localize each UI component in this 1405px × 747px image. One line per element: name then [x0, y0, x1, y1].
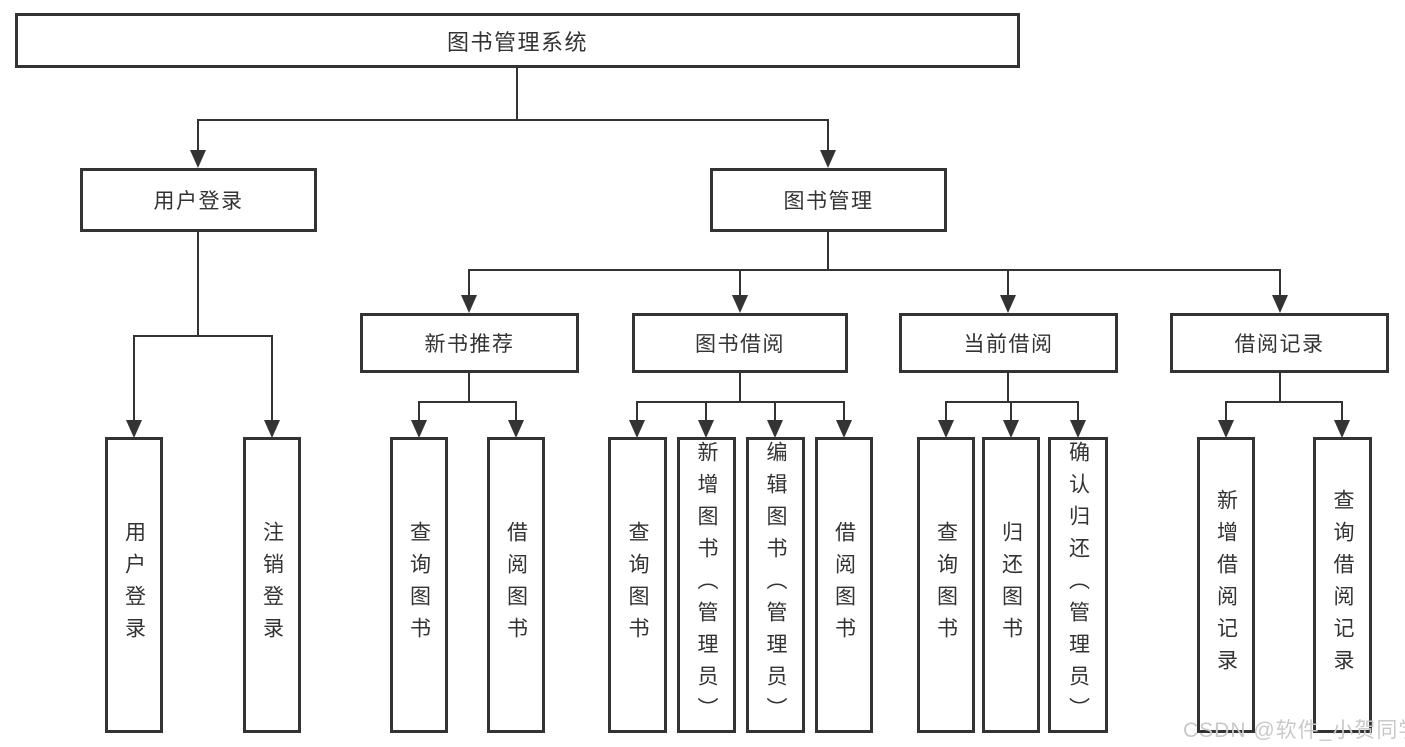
connector-line — [468, 269, 470, 297]
leaf-confirm-return-admin: 确认归还（管理员） — [1048, 437, 1108, 733]
connector-line — [945, 401, 947, 422]
connector-line — [1007, 371, 1009, 403]
arrow-down-icon — [411, 420, 427, 438]
connector-line — [418, 401, 517, 403]
leaf-borrow-books: 借阅图书 — [815, 437, 873, 733]
connector-line — [468, 371, 470, 403]
connector-line — [739, 269, 741, 297]
arrow-down-icon — [1003, 420, 1019, 438]
arrow-down-icon — [1000, 295, 1016, 313]
node-current-borrowing: 当前借阅 — [899, 313, 1118, 373]
node-book-borrowing: 图书借阅 — [632, 313, 848, 373]
connector-line — [418, 401, 420, 422]
connector-line — [197, 119, 829, 121]
arrow-down-icon — [938, 420, 954, 438]
connector-line — [133, 335, 135, 422]
connector-line — [1279, 269, 1281, 297]
arrow-down-icon — [767, 420, 783, 438]
connector-line — [197, 119, 199, 152]
connector-line — [515, 401, 517, 422]
node-new-book-recommend: 新书推荐 — [360, 313, 579, 373]
node-book-management: 图书管理 — [710, 168, 947, 232]
arrow-down-icon — [126, 420, 142, 438]
connector-line — [133, 335, 273, 337]
connector-line — [636, 401, 638, 422]
arrow-down-icon — [190, 150, 206, 168]
node-library-management-system: 图书管理系统 — [15, 13, 1020, 68]
leaf-add-books-admin: 新增图书（管理员） — [677, 437, 736, 733]
connector-line — [945, 401, 1079, 403]
leaf-borrow-query-books: 查询图书 — [608, 437, 667, 733]
csdn-watermark: CSDN @软件_小贺同学 — [1183, 719, 1405, 742]
node-user-login: 用户登录 — [80, 168, 317, 232]
connector-line — [774, 401, 776, 422]
connector-line — [468, 269, 1281, 271]
connector-line — [271, 335, 273, 422]
arrow-down-icon — [264, 420, 280, 438]
arrow-down-icon — [461, 295, 477, 313]
arrow-down-icon — [732, 295, 748, 313]
connector-line — [1007, 269, 1009, 297]
arrow-down-icon — [836, 420, 852, 438]
arrow-down-icon — [1070, 420, 1086, 438]
connector-line — [739, 371, 741, 403]
arrow-down-icon — [629, 420, 645, 438]
leaf-logout: 注销登录 — [243, 437, 301, 733]
connector-line — [827, 119, 829, 152]
connector-line — [516, 68, 518, 121]
arrow-down-icon — [698, 420, 714, 438]
connector-line — [705, 401, 707, 422]
leaf-newbook-query-books: 查询图书 — [390, 437, 448, 733]
connector-line — [1279, 371, 1281, 403]
leaf-newbook-borrow-books: 借阅图书 — [487, 437, 545, 733]
connector-line — [843, 401, 845, 422]
connector-line — [1077, 401, 1079, 422]
connector-line — [197, 230, 199, 337]
leaf-query-borrow-record: 查询借阅记录 — [1313, 437, 1372, 733]
leaf-edit-books-admin: 编辑图书（管理员） — [746, 437, 805, 733]
leaf-add-borrow-record: 新增借阅记录 — [1197, 437, 1255, 733]
node-borrowing-records: 借阅记录 — [1170, 313, 1389, 373]
arrow-down-icon — [508, 420, 524, 438]
connector-line — [827, 230, 829, 271]
leaf-user-login: 用户登录 — [105, 437, 163, 733]
arrow-down-icon — [1218, 420, 1234, 438]
arrow-down-icon — [1272, 295, 1288, 313]
connector-line — [1225, 401, 1227, 422]
connector-line — [1225, 401, 1343, 403]
arrow-down-icon — [1334, 420, 1350, 438]
leaf-return-books: 归还图书 — [982, 437, 1040, 733]
arrow-down-icon — [820, 150, 836, 168]
leaf-current-query-books: 查询图书 — [917, 437, 975, 733]
connector-line — [636, 401, 845, 403]
connector-line — [1341, 401, 1343, 422]
connector-line — [1010, 401, 1012, 422]
